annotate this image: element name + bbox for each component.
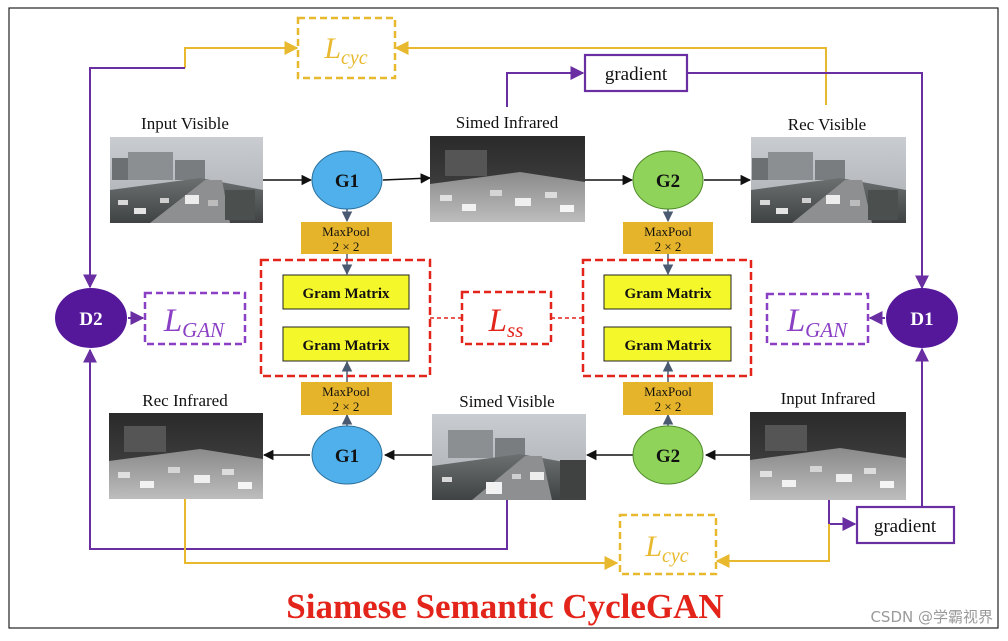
photo-input-infrared: [750, 412, 906, 500]
photo-input-visible: [110, 137, 263, 223]
caption-input-infrared: Input Infrared: [781, 389, 876, 408]
loss-ss: Lss: [488, 303, 524, 342]
svg-text:MaxPool: MaxPool: [322, 224, 370, 239]
photo-simed-infrared: [430, 136, 585, 222]
photo-rec-infrared: [109, 413, 263, 499]
gradient-top-in-connector: [506, 66, 585, 107]
caption-rec-infrared: Rec Infrared: [142, 391, 228, 410]
g2-bottom-node: [632, 425, 704, 485]
d1-top-connector: [688, 72, 929, 290]
gram-matrix-left-bottom: [282, 326, 410, 362]
cyc-bottom-right-connector: [715, 524, 830, 568]
g2-top-node: [632, 150, 704, 210]
g2-top-label: G2: [656, 171, 680, 192]
arrow-g1-si: [382, 173, 432, 184]
loss-ss-box: [460, 290, 553, 346]
loss-gan-left-box: [143, 291, 247, 346]
loss-cyc-bottom-box: [618, 513, 718, 576]
gram-matrix-right-top-label: Gram Matrix: [624, 286, 712, 302]
gradient-bottom-label: gradient: [874, 516, 937, 537]
photo-simed-visible: [432, 414, 586, 500]
d1-node: [886, 288, 958, 348]
gradient-bottom-box: [855, 505, 956, 545]
gram-matrix-left-top-label: Gram Matrix: [302, 286, 390, 302]
gram-matrix-right-bottom-label: Gram Matrix: [624, 338, 712, 354]
loss-cyc-top: Lcyc: [323, 32, 367, 69]
svg-text:2 × 2: 2 × 2: [333, 239, 360, 254]
caption-simed-visible: Simed Visible: [459, 392, 554, 411]
gram-group-right: [581, 258, 753, 378]
watermark: CSDN @学霸视界: [870, 608, 993, 626]
maxpool-top-left: MaxPool 2 × 2: [301, 222, 392, 254]
gram-matrix-right-top: [603, 274, 732, 310]
g2-bottom-label: G2: [656, 446, 680, 467]
outer-frame: [8, 7, 999, 629]
cyc-top-left-connector: [184, 41, 299, 68]
gram-matrix-left-bottom-label: Gram Matrix: [302, 338, 390, 354]
loss-cyc-top-box: [296, 16, 397, 80]
loss-gan-right: LGAN: [786, 303, 848, 342]
d2-top-connector: [83, 67, 185, 289]
loss-gan-left: LGAN: [163, 303, 225, 342]
gradient-top-label: gradient: [605, 64, 668, 85]
cyc-bottom-left-connector: [184, 499, 619, 570]
g1-top-label: G1: [335, 171, 359, 192]
maxpool-top-right: MaxPool 2 × 2: [623, 222, 713, 254]
svg-text:2 × 2: 2 × 2: [333, 399, 360, 414]
svg-text:2 × 2: 2 × 2: [655, 239, 682, 254]
svg-text:2 × 2: 2 × 2: [655, 399, 682, 414]
loss-cyc-bottom: Lcyc: [644, 530, 688, 567]
gram-matrix-right-bottom: [603, 326, 732, 362]
cyc-top-right-connector: [394, 41, 827, 105]
maxpool-bottom-right: MaxPool 2 × 2: [623, 382, 713, 415]
photo-rec-visible: [751, 137, 906, 223]
gram-matrix-left-top: [282, 274, 410, 310]
diagram-title: Siamese Semantic CycleGAN: [286, 587, 723, 626]
d2-node: [55, 288, 127, 348]
gradient-top-box: [583, 53, 689, 93]
loss-gan-right-box: [765, 292, 870, 346]
g1-bottom-node: [311, 425, 383, 485]
d1-label: D1: [910, 309, 933, 330]
caption-rec-visible: Rec Visible: [788, 115, 866, 134]
d2-bottom-connector: [83, 348, 508, 550]
d2-label: D2: [79, 309, 102, 330]
caption-simed-infrared: Simed Infrared: [456, 113, 559, 132]
svg-text:MaxPool: MaxPool: [644, 384, 692, 399]
maxpool-bottom-left: MaxPool 2 × 2: [301, 382, 392, 415]
gram-group-left: [259, 258, 432, 378]
svg-text:MaxPool: MaxPool: [322, 384, 370, 399]
g1-top-node: [311, 150, 383, 210]
caption-input-visible: Input Visible: [141, 114, 229, 133]
g1-bottom-label: G1: [335, 446, 359, 467]
svg-text:MaxPool: MaxPool: [644, 224, 692, 239]
gradient-bottom-in-connector: [828, 500, 857, 531]
